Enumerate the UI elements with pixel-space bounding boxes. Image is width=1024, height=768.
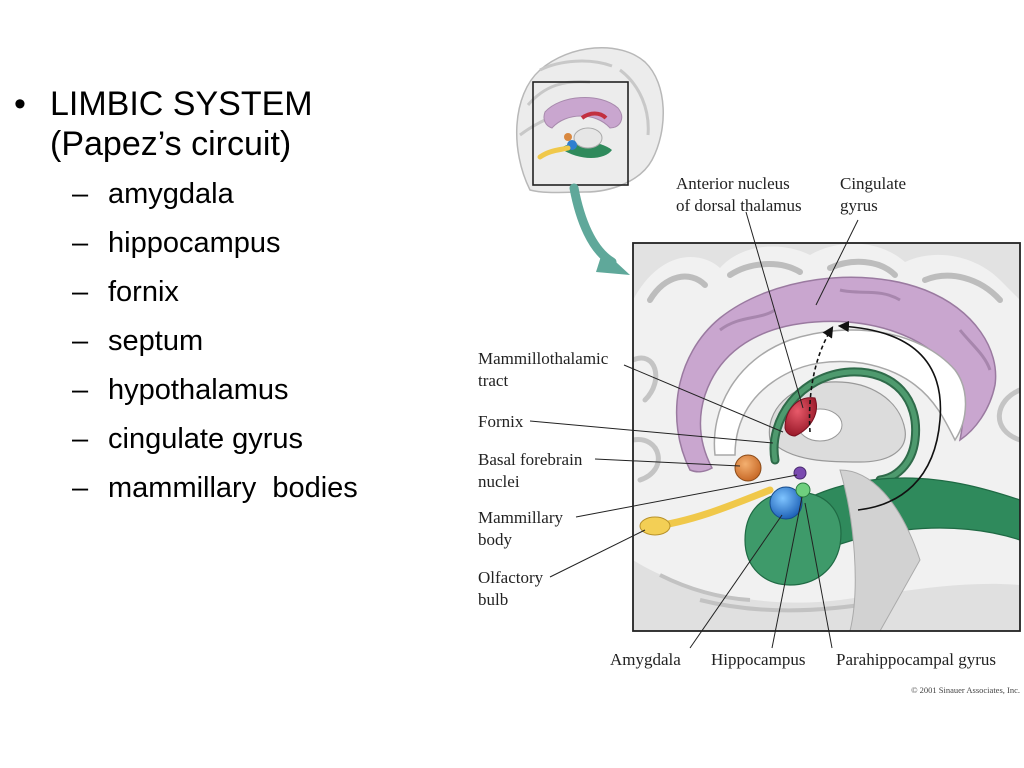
label-hippocampus: Hippocampus	[711, 650, 805, 669]
leader-basal-forebrain	[594, 458, 741, 467]
sub-bullet-amygdala: –amygdala	[72, 170, 444, 219]
mammillary-body-shape	[793, 466, 807, 480]
dash-glyph: –	[72, 178, 89, 210]
thumbnail-cingulate	[543, 97, 623, 129]
leader-lines	[529, 211, 859, 649]
label-cingulate-gyrus-1: Cingulate	[840, 174, 906, 193]
zoom-arrow	[569, 183, 630, 275]
outer-cortex	[633, 243, 1020, 300]
anterior-nucleus-shape	[784, 397, 817, 437]
fornix-arc-highlight	[771, 369, 919, 483]
thumbnail-brain	[515, 47, 664, 194]
cortex-sulci	[647, 258, 1003, 303]
sub-bullet-text: fornix	[108, 276, 179, 308]
label-mammillothalamic-1: Mammillothalamic	[478, 349, 609, 368]
sub-bullet-septum: –septum	[72, 317, 444, 366]
label-amygdala: Amygdala	[610, 650, 681, 669]
label-parahippocampal-gyrus: Parahippocampal gyrus	[836, 650, 996, 669]
sub-bullet-text: hypothalamus	[108, 374, 289, 406]
label-mammillary-body-2: body	[478, 530, 513, 549]
sub-bullet-text: hippocampus	[108, 227, 281, 259]
main-section-frame	[632, 242, 1021, 632]
thumbnail-thalamus	[573, 127, 603, 149]
copyright-notice: © 2001 Sinauer Associates, Inc.	[911, 685, 1020, 695]
label-cingulate-gyrus-2: gyrus	[840, 196, 878, 215]
main-bullet-line-2: (Papez’s circuit)	[50, 125, 292, 163]
thumbnail-zoom-box	[532, 81, 629, 186]
dash-glyph: –	[72, 423, 89, 455]
label-basal-forebrain-1: Basal forebrain	[478, 450, 583, 469]
leader-olfactory-bulb	[549, 529, 646, 578]
sub-bullet-fornix: –fornix	[72, 268, 444, 317]
leader-mammillothalamic	[623, 364, 784, 433]
label-fornix: Fornix	[478, 412, 524, 431]
bullet-glyph: •	[14, 85, 26, 123]
label-anterior-nucleus-1: Anterior nucleus	[676, 174, 790, 193]
leader-parahippocampal	[804, 502, 833, 649]
leader-mammillary-body	[575, 474, 798, 518]
dash-glyph: –	[72, 472, 89, 504]
zoom-arrow-shaft	[569, 183, 617, 267]
bullet-list: • LIMBIC SYSTEM (Papez’s circuit) –amygd…	[14, 84, 444, 513]
main-bullet-text: LIMBIC SYSTEM (Papez’s circuit)	[50, 84, 313, 164]
sub-bullet-hippocampus: –hippocampus	[72, 219, 444, 268]
sub-bullet-text: cingulate gyrus	[108, 423, 304, 455]
label-mammillothalamic-2: tract	[478, 371, 508, 390]
label-basal-forebrain-2: nuclei	[478, 472, 520, 491]
thumbnail-brain-outline	[515, 47, 664, 194]
leader-cingulate-gyrus	[815, 219, 859, 306]
main-section	[632, 242, 1021, 632]
sub-bullet-text: amygdala	[108, 178, 234, 210]
leader-anterior-nucleus	[745, 211, 804, 409]
basal-forebrain-shape	[734, 454, 762, 482]
sub-bullet-text: septum	[108, 325, 204, 357]
leader-fornix	[529, 420, 774, 444]
side-sulci	[633, 355, 1020, 483]
label-olfactory-bulb-1: Olfactory	[478, 568, 544, 587]
zoom-arrow-head	[596, 250, 630, 275]
olfactory-bulb-shape	[639, 516, 671, 536]
leader-amygdala	[689, 514, 783, 649]
label-mammillary-body-1: Mammillary	[478, 508, 563, 527]
dash-glyph: –	[72, 374, 89, 406]
sub-bullet-text: mammillary bodies	[108, 472, 358, 504]
dash-glyph: –	[72, 227, 89, 259]
circuit-arrow-dashed	[808, 326, 834, 433]
sub-bullet-cingulate-gyrus: –cingulate gyrus	[72, 415, 444, 464]
hippocampal-head-shape	[795, 482, 811, 498]
label-olfactory-bulb-2: bulb	[478, 590, 508, 609]
thumbnail-basal-forebrain	[564, 133, 572, 141]
thumbnail-olfactory	[537, 145, 571, 160]
thumbnail-thalamus-red	[580, 111, 608, 120]
main-bullet-line-1: LIMBIC SYSTEM	[50, 85, 313, 123]
dash-glyph: –	[72, 325, 89, 357]
leader-hippocampus	[771, 496, 803, 649]
main-bullet: • LIMBIC SYSTEM (Papez’s circuit)	[14, 84, 444, 164]
sub-bullet-hypothalamus: –hypothalamus	[72, 366, 444, 415]
thumbnail-gyri	[519, 59, 650, 137]
temporal-lobe	[633, 560, 1020, 631]
figure-labels: Anterior nucleus of dorsal thalamus Cing…	[478, 174, 1020, 695]
amygdala-shape	[769, 486, 803, 520]
sub-bullet-mammillary-bodies: –mammillary bodies	[72, 464, 444, 513]
circuit-arrow-loop	[837, 320, 942, 511]
cingulate-gyrus-shape	[675, 276, 997, 473]
cingulate-folds	[719, 288, 992, 371]
label-anterior-nucleus-2: of dorsal thalamus	[676, 196, 802, 215]
sub-bullet-list: –amygdala –hippocampus –fornix –septum –…	[72, 170, 444, 513]
dash-glyph: –	[72, 276, 89, 308]
